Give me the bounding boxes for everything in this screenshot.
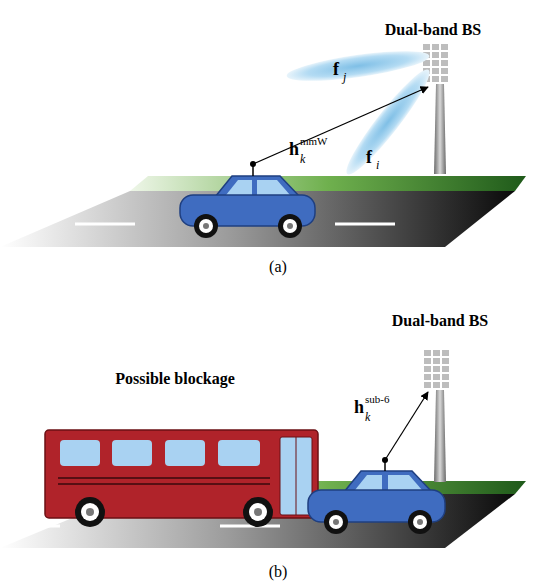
station-name: Dual-band BS (392, 313, 489, 329)
channel-band: sub-6 (365, 394, 389, 405)
beam-symbol: f (333, 60, 339, 78)
channel-arrow (253, 87, 428, 164)
car (308, 457, 445, 534)
beam-lobe (339, 63, 438, 181)
subfigure-label: (b) (269, 564, 288, 580)
note: Possible blockage (115, 371, 235, 387)
channel-band: mmW (300, 136, 328, 147)
channel-arrow (385, 392, 428, 460)
channel-index: k (300, 153, 305, 165)
channel-symbol: h (289, 140, 299, 158)
grass-strip (130, 176, 526, 191)
beam-index: j (343, 71, 346, 83)
tower-pole (434, 84, 446, 174)
antenna-array (424, 350, 449, 388)
station-name: Dual-band BS (385, 22, 482, 38)
lane-marking (20, 525, 280, 528)
panel-a-scene (0, 44, 526, 247)
tower-pole (434, 390, 446, 482)
channel-symbol: h (354, 398, 364, 416)
channel-index: k (365, 411, 370, 423)
road (0, 191, 515, 247)
beam-index: i (376, 159, 379, 171)
subfigure-label: (a) (269, 259, 287, 275)
panel-b-scene (0, 350, 526, 548)
bus (45, 430, 318, 527)
beam-lobe (285, 45, 431, 87)
beam-symbol: f (366, 148, 372, 166)
car (180, 161, 315, 238)
